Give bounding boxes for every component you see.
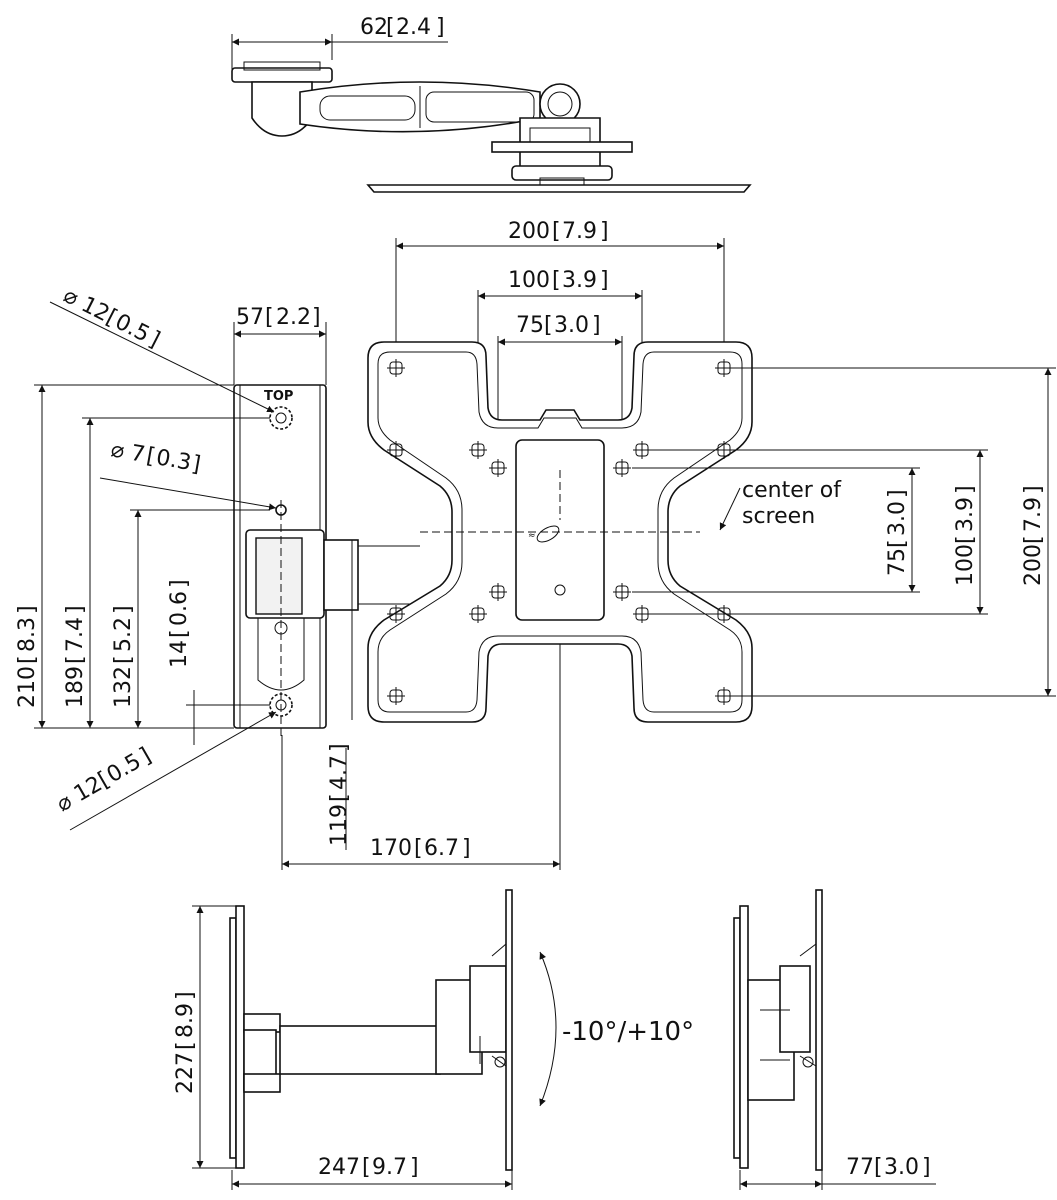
svg-text:]: ] xyxy=(592,313,601,338)
tilt-range-label: -10°/+10° xyxy=(562,1017,694,1047)
svg-text:[: [ xyxy=(1021,535,1046,544)
svg-text:]: ] xyxy=(885,489,910,498)
vesa-max-width-inch: 7.9 xyxy=(562,219,597,244)
svg-text:]: ] xyxy=(462,836,471,861)
svg-text:[: [ xyxy=(265,305,274,330)
center-height-inch: 4.7 xyxy=(327,755,352,790)
svg-text:]: ] xyxy=(436,15,445,40)
vesa-min-width-inch: 3.0 xyxy=(554,313,589,338)
vesa-min-width-value: 75 xyxy=(516,313,544,338)
vesa-max-width-value: 200 xyxy=(508,219,550,244)
svg-text:]: ] xyxy=(1021,485,1046,494)
svg-text:]: ] xyxy=(173,991,198,1000)
svg-text:[: [ xyxy=(544,313,553,338)
vesa-min-height-inch: 3.0 xyxy=(885,501,910,536)
pivot-height-inch: 5.2 xyxy=(111,617,136,652)
side-height-inch: 8.9 xyxy=(173,1003,198,1038)
side-view-folded: 77 [ 3.0 ] xyxy=(733,889,936,1190)
hole-small-symbol: ⌀ xyxy=(109,437,126,464)
svg-text:]: ] xyxy=(167,579,192,588)
min-depth-value: 77 xyxy=(846,1155,874,1180)
svg-text:[: [ xyxy=(173,1041,198,1050)
top-arm-depth-value: 62 xyxy=(360,15,388,40)
svg-text:[: [ xyxy=(552,268,561,293)
hole-offset-inch: 0.6 xyxy=(167,591,192,626)
svg-text:]: ] xyxy=(15,605,40,614)
svg-text:[: [ xyxy=(874,1155,883,1180)
svg-text:]: ] xyxy=(410,1155,419,1180)
svg-text:[: [ xyxy=(414,836,423,861)
top-mark: TOP xyxy=(264,389,293,404)
min-depth-inch: 3.0 xyxy=(884,1155,919,1180)
side-view-extended: 227 [ 8.9 ] -10°/+10° 247 [ 9.7 ] xyxy=(173,889,694,1190)
hole-small-dia-inch: 0.3 xyxy=(154,445,193,476)
wall-plate-height-inch: 8.3 xyxy=(15,617,40,652)
hole-spacing-value: 189 xyxy=(63,666,88,708)
svg-text:[: [ xyxy=(386,15,395,40)
svg-text:]: ] xyxy=(600,219,609,244)
side-height-value: 227 xyxy=(173,1052,198,1094)
svg-text:[: [ xyxy=(167,629,192,638)
center-label-line2: screen xyxy=(742,504,815,529)
pivot-height-value: 132 xyxy=(111,666,136,708)
hole-top-symbol: ⌀ xyxy=(59,283,82,311)
svg-text:]: ] xyxy=(63,605,88,614)
svg-text:[: [ xyxy=(885,539,910,548)
svg-text:[: [ xyxy=(111,655,136,664)
top-arm-depth-inch: 2.4 xyxy=(396,15,431,40)
vesa-plate: 200 [ 7.9 ] 100 [ 3.9 ] 75 [ 3.0 ] ≈ xyxy=(367,219,1056,723)
center-label-line1: center of xyxy=(742,478,842,503)
hole-spacing-inch: 7.4 xyxy=(63,617,88,652)
svg-text:[: [ xyxy=(953,535,978,544)
wall-plate-width-value: 57 xyxy=(236,305,264,330)
hole-small-dia-value: 7 xyxy=(129,441,147,468)
vesa-max-height-inch: 7.9 xyxy=(1021,497,1046,532)
hole-bottom-symbol: ⌀ xyxy=(53,789,77,817)
max-depth-value: 247 xyxy=(318,1155,360,1180)
svg-text:]: ] xyxy=(600,268,609,293)
wall-plate-front: 57 [ 2.2 ] TOP 210 [ 8.3 ] xyxy=(15,283,561,870)
vesa-mid-width-inch: 3.9 xyxy=(562,268,597,293)
svg-text:[: [ xyxy=(144,444,157,470)
svg-text:]: ] xyxy=(953,485,978,494)
vesa-max-height-value: 200 xyxy=(1021,544,1046,586)
wall-plate-width-inch: 2.2 xyxy=(276,305,311,330)
center-offset-value: 170 xyxy=(370,836,412,861)
wall-plate-height-value: 210 xyxy=(15,666,40,708)
svg-text:]: ] xyxy=(190,452,203,478)
max-depth-inch: 9.7 xyxy=(372,1155,407,1180)
vesa-min-height-value: 75 xyxy=(885,548,910,576)
svg-text:]: ] xyxy=(111,605,136,614)
center-height-value: 119 xyxy=(327,804,352,846)
top-view: 62 [ 2.4 ] xyxy=(231,15,752,193)
svg-text:≈: ≈ xyxy=(528,531,536,541)
svg-text:]: ] xyxy=(312,305,321,330)
vesa-mid-height-value: 100 xyxy=(953,544,978,586)
vesa-mid-height-inch: 3.9 xyxy=(953,497,978,532)
svg-text:[: [ xyxy=(15,655,40,664)
hole-offset-value: 14 xyxy=(167,640,192,668)
svg-text:[: [ xyxy=(327,793,352,802)
svg-text:]: ] xyxy=(327,743,352,752)
center-offset-inch: 6.7 xyxy=(424,836,459,861)
svg-text:]: ] xyxy=(922,1155,931,1180)
svg-text:[: [ xyxy=(362,1155,371,1180)
svg-text:[: [ xyxy=(552,219,561,244)
svg-text:[: [ xyxy=(63,655,88,664)
vesa-mid-width-value: 100 xyxy=(508,268,550,293)
